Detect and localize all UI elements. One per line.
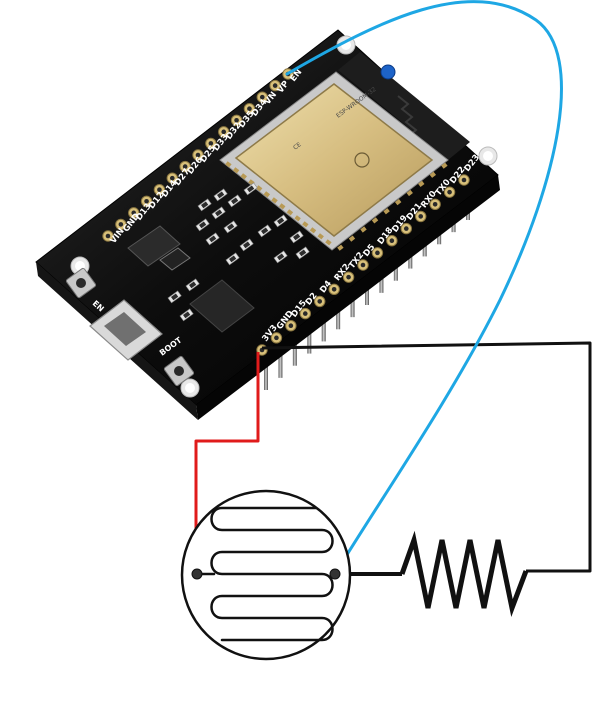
- usb-uart-chip: [189, 279, 255, 333]
- header-leg: [336, 297, 341, 330]
- header-leg: [264, 358, 268, 390]
- header-leg: [278, 345, 283, 378]
- micro-usb-port: [89, 299, 163, 361]
- header-leg: [321, 309, 326, 342]
- diode: [159, 247, 191, 271]
- boot-button[interactable]: [163, 355, 195, 387]
- signal-wire: [285, 0, 563, 576]
- vcc-wire: [194, 352, 260, 574]
- ldr-serpentine-track: [195, 506, 334, 642]
- header-leg: [307, 321, 312, 354]
- antenna-area: [338, 52, 470, 160]
- esp32-board: ESP-WROOM-32 CE: [35, 29, 500, 420]
- header-leg: [292, 333, 297, 366]
- en-button[interactable]: [65, 267, 97, 299]
- esp-wroom-32-module: ESP-WROOM-32 CE: [219, 71, 449, 251]
- voltage-regulator: [127, 225, 181, 267]
- espressif-logo-icon: [354, 152, 370, 168]
- mounting-holes: [70, 35, 498, 398]
- resistor: [399, 530, 529, 617]
- gnd-wire: [261, 341, 592, 573]
- board-edge: [196, 175, 500, 420]
- smd-components: [127, 182, 310, 333]
- ce-mark-icon: CE: [292, 141, 303, 151]
- ldr-terminal-left: [191, 568, 203, 580]
- blue-led: [380, 64, 396, 80]
- rf-shield: [234, 83, 434, 237]
- photoresistor: [180, 489, 352, 661]
- ldr-terminal-right: [329, 568, 341, 580]
